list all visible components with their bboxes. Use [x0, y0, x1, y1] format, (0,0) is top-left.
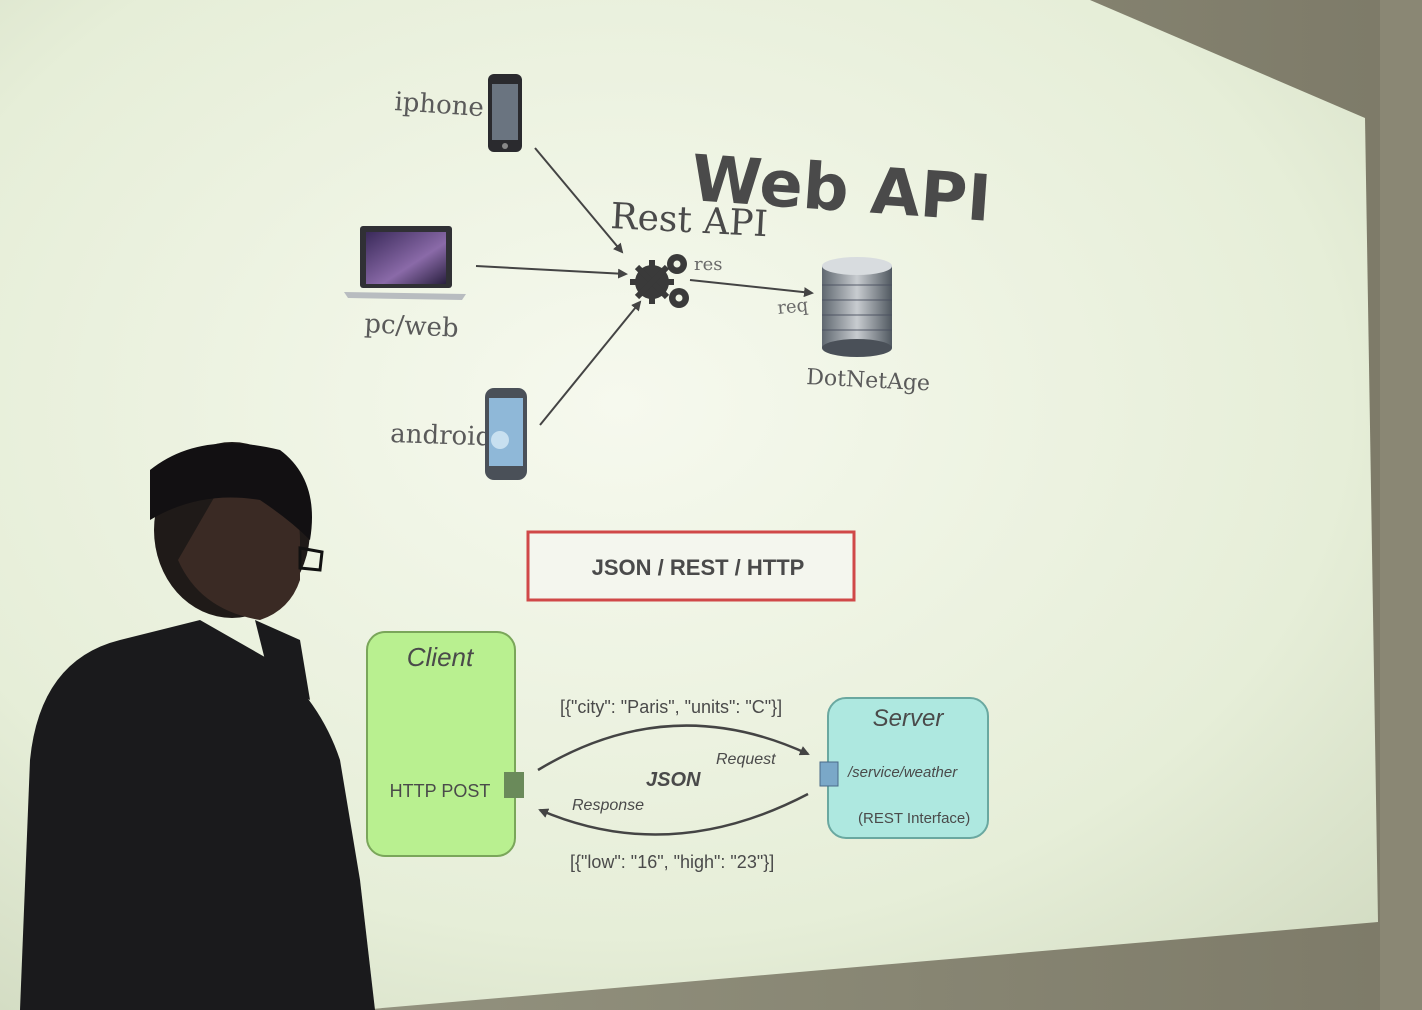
client-title: Client — [407, 642, 475, 672]
request-label: Request — [716, 751, 776, 768]
req-label: req — [776, 295, 809, 319]
server-port — [819, 761, 839, 787]
response-arrow — [538, 792, 809, 836]
client-port — [504, 772, 524, 798]
arrow-api-to-db — [689, 279, 814, 298]
res-label: res — [694, 254, 723, 275]
rest-api-label: Rest API — [610, 196, 769, 245]
gears-icon — [630, 254, 689, 308]
iphone-icon — [488, 74, 522, 152]
server-note: (REST Interface) — [858, 810, 970, 827]
laptop-icon — [344, 226, 466, 300]
protocol-box — [526, 530, 856, 602]
database-icon — [822, 257, 892, 357]
iphone-label: iphone — [394, 87, 485, 123]
protocol-label: JSON / REST / HTTP — [592, 555, 805, 580]
android-label: android — [390, 419, 493, 453]
arrow-pc-to-api — [475, 265, 628, 279]
client-method: HTTP POST — [390, 781, 491, 801]
arrow-android-to-api — [539, 300, 642, 426]
response-payload: [{"low": "16", "high": "23"}] — [570, 852, 774, 872]
pc-web-label: pc/web — [364, 309, 460, 344]
android-phone-icon — [485, 388, 527, 480]
arrow-iphone-to-api — [534, 147, 624, 254]
request-arrow — [537, 724, 810, 772]
server-title: Server — [873, 705, 945, 732]
request-payload: [{"city": "Paris", "units": "C"}] — [560, 697, 782, 717]
client-box — [366, 631, 516, 857]
wall-right — [1380, 0, 1422, 1010]
json-label: JSON — [646, 769, 701, 791]
response-label: Response — [572, 797, 644, 814]
server-path: /service/weather — [847, 764, 958, 781]
presenter — [20, 442, 375, 1010]
projection-screen — [0, 0, 1378, 1010]
